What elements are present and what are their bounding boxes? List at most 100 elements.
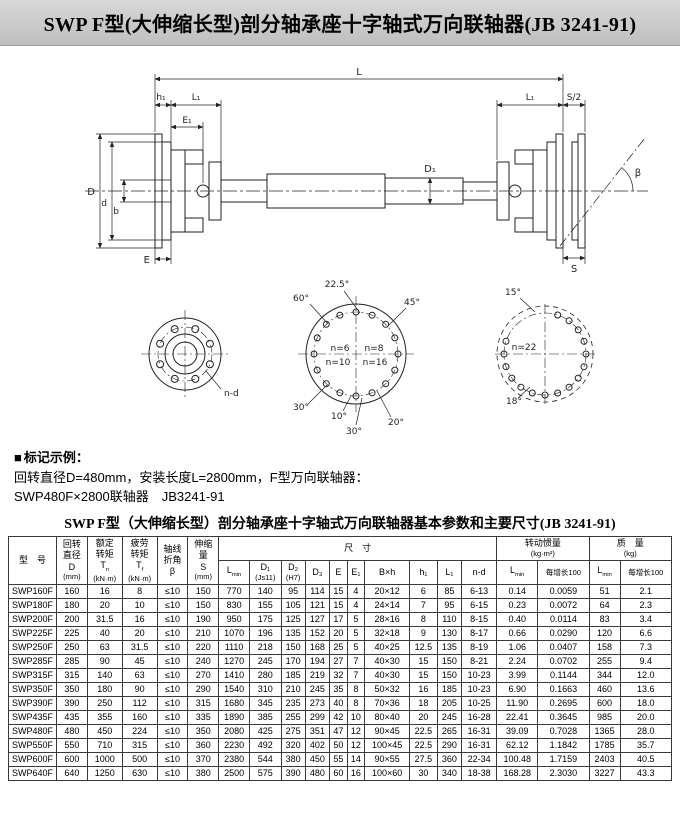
- value-cell: 0.0407: [537, 639, 590, 655]
- value-cell: 0.23: [496, 597, 539, 613]
- value-cell: 16: [86, 583, 123, 599]
- value-cell: 50×32: [364, 681, 411, 697]
- label-angle-45: 45°: [404, 298, 420, 308]
- value-cell: 315: [56, 667, 88, 683]
- value-cell: 630: [121, 765, 158, 781]
- value-cell: 14: [346, 751, 366, 767]
- value-cell: 450: [304, 751, 331, 767]
- value-cell: 22.5: [409, 737, 438, 753]
- marking-example: ■标记示例： 回转直径D=480mm，安装长度L=2800mm，F型万向联轴器：…: [0, 446, 680, 507]
- value-cell: 4: [346, 583, 366, 599]
- value-cell: 31.5: [86, 611, 123, 627]
- value-cell: 70×36: [364, 695, 411, 711]
- value-cell: 16: [409, 681, 438, 697]
- label-angle-10: 10°: [331, 412, 347, 422]
- table-header-row-groups: 型 号 回转直径 D (mm) 额定转矩 Tn (kN·m) 疲劳转矩 Tf (…: [8, 535, 673, 585]
- col-header-e1: E₁: [346, 559, 366, 585]
- value-cell: 220: [187, 639, 220, 655]
- value-cell: 2.1: [619, 583, 673, 599]
- model-cell: SWP315F: [8, 667, 57, 683]
- label-angle-30-b: 30°: [346, 427, 362, 437]
- value-cell: 95: [280, 583, 306, 599]
- value-cell: ≤10: [156, 583, 189, 599]
- value-cell: 345: [249, 695, 282, 711]
- value-cell: 140: [86, 667, 123, 683]
- value-cell: 0.0114: [537, 611, 590, 627]
- value-cell: 544: [249, 751, 282, 767]
- value-cell: 273: [304, 695, 331, 711]
- value-cell: 245: [249, 653, 282, 669]
- value-cell: 1070: [218, 625, 251, 641]
- left-yoke-arm-bottom: [184, 217, 204, 233]
- value-cell: 280: [249, 667, 282, 683]
- value-cell: 12.5: [409, 639, 438, 655]
- value-cell: 0.0290: [537, 625, 590, 641]
- value-cell: 17: [329, 611, 348, 627]
- value-cell: 8-15: [461, 611, 498, 627]
- value-cell: 0.14: [496, 583, 539, 599]
- value-cell: 27.5: [409, 751, 438, 767]
- value-cell: 0.40: [496, 611, 539, 627]
- value-cell: 245: [304, 681, 331, 697]
- square-bullet-icon: ■: [14, 450, 22, 465]
- right-cross-journal: [508, 184, 522, 198]
- value-cell: 20: [409, 709, 438, 725]
- value-cell: 16-31: [461, 737, 498, 753]
- table-title: SWP F型（大伸缩长型）剖分轴承座十字轴式万向联轴器基本参数和主要尺寸(JB …: [64, 516, 616, 532]
- value-cell: 355: [86, 709, 123, 725]
- value-cell: 16: [346, 765, 366, 781]
- value-cell: 350: [56, 681, 88, 697]
- document-title-bar: SWP F型(大伸缩长型)剖分轴承座十字轴式万向联轴器(JB 3241-91): [0, 0, 680, 46]
- flange-bolt-pattern-mid: [298, 290, 414, 426]
- value-cell: 8: [346, 695, 366, 711]
- value-cell: 127: [304, 611, 331, 627]
- flange-end-view-left: [141, 310, 229, 398]
- value-cell: 95: [436, 597, 463, 613]
- dim-label-d: d: [101, 199, 107, 209]
- value-cell: 83: [588, 611, 621, 627]
- value-cell: ≤10: [156, 751, 189, 767]
- value-cell: 15: [329, 583, 348, 599]
- dim-label-E1: E₁: [182, 116, 192, 126]
- value-cell: 240: [187, 653, 220, 669]
- value-cell: 335: [187, 709, 220, 725]
- value-cell: 35: [329, 681, 348, 697]
- dim-label-S-half: S/2: [567, 93, 581, 103]
- n-d-leader-line: [205, 370, 222, 390]
- value-cell: 90×45: [364, 723, 411, 739]
- value-cell: 6: [409, 583, 438, 599]
- value-cell: 200: [56, 611, 88, 627]
- value-cell: 63: [121, 667, 158, 683]
- value-cell: 5: [346, 625, 366, 641]
- value-cell: 10-25: [461, 695, 498, 711]
- model-cell: SWP350F: [8, 681, 57, 697]
- value-cell: 20×12: [364, 583, 411, 599]
- value-cell: 12: [346, 737, 366, 753]
- value-cell: 125: [280, 611, 306, 627]
- col-header-model: 型 号: [8, 535, 57, 585]
- value-cell: 15: [329, 597, 348, 613]
- value-cell: 2080: [218, 723, 251, 739]
- model-cell: SWP600F: [8, 751, 57, 767]
- value-cell: 1890: [218, 709, 251, 725]
- value-cell: ≤10: [156, 709, 189, 725]
- model-cell: SWP225F: [8, 625, 57, 641]
- value-cell: 218: [249, 639, 282, 655]
- value-cell: 3.99: [496, 667, 539, 683]
- model-cell: SWP160F: [8, 583, 57, 599]
- value-cell: ≤10: [156, 667, 189, 683]
- value-cell: 32: [329, 667, 348, 683]
- value-cell: 8-21: [461, 653, 498, 669]
- value-cell: 2500: [218, 765, 251, 781]
- mating-flange-plate: [577, 133, 586, 249]
- col-header-rated-torque: 额定转矩 Tn (kN·m): [86, 535, 123, 585]
- dim-label-L1-right: L₁: [526, 93, 535, 103]
- value-cell: 290: [187, 681, 220, 697]
- label-angle-20: 20°: [388, 418, 404, 428]
- marking-heading-line: ■标记示例：: [14, 448, 664, 468]
- value-cell: 196: [249, 625, 282, 641]
